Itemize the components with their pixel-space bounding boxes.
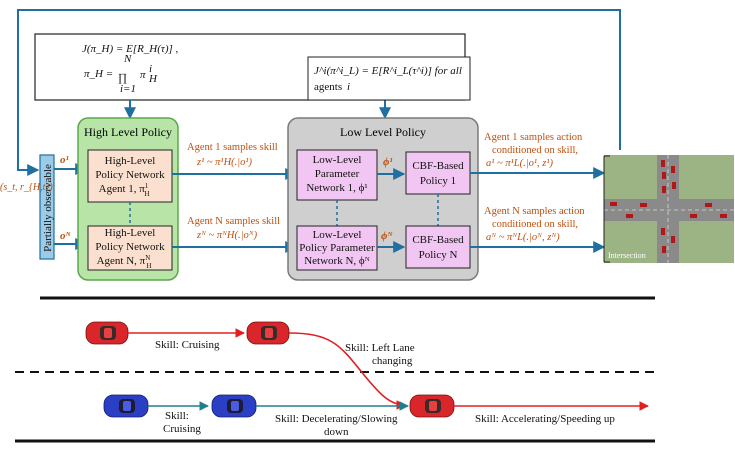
arrow-left-lane-change [288, 332, 406, 410]
skill-sample-N-line2: zᴺ ~ πᴺH(.|oᴺ) [196, 230, 258, 241]
action-sample-N-line1: Agent N samples action [484, 206, 585, 217]
low-objective-line1: J^i(π^i_L) = E[R^i_L(τ^i)] for all [314, 65, 462, 77]
skill-cruising-bottom-2: Cruising [163, 423, 201, 435]
low-objective-box [307, 56, 471, 101]
low-objective-line2-var: i [347, 81, 350, 93]
cbf-policy-1 [405, 151, 471, 195]
skill-cruising-bottom-1: Skill: [165, 410, 189, 422]
high-net1-line2: Policy Network [95, 169, 165, 181]
cbf1-line1: CBF-Based [412, 160, 464, 172]
product-top: N [123, 53, 132, 65]
low-param1-line1: Low-Level [313, 154, 362, 166]
low-paramN-line3: Network N, ϕᴺ [304, 255, 370, 267]
input-o1: o¹ [60, 154, 69, 166]
skill-sample-1-line2: z¹ ~ π¹H(.|o¹) [196, 157, 253, 168]
red-car-3 [409, 394, 455, 418]
red-car-2 [246, 321, 290, 345]
action-sample-1-line2: conditioned on skill, [492, 145, 578, 156]
action-sample-N-line2: conditioned on skill, [492, 219, 578, 230]
high-level-network-N [87, 225, 173, 271]
product-factor: π [140, 69, 146, 81]
product-bottom: i=1 [120, 83, 136, 95]
cbfN-line2: Policy N [419, 249, 458, 261]
action-sample-N-line3: aᴺ ~ πᴺL(.|oᴺ, zᴺ) [486, 232, 560, 243]
high-objective-line1: J(π_H) = E[R_H(τ)] , [82, 43, 179, 55]
skill-left-lane-1: Skill: Left Lane [345, 342, 415, 354]
skill-decel-1: Skill: Decelerating/Slowing [275, 413, 398, 425]
product-symbol: ∏ [118, 72, 127, 84]
low-paramN-line1: Low-Level [313, 229, 362, 241]
skill-sample-N-line1: Agent N samples skill [187, 216, 280, 227]
high-netN-line1: High-Level [105, 227, 156, 239]
blue-car-2 [211, 394, 257, 418]
low-objective-line2-prefix: agents [314, 81, 342, 93]
product-factor-sub: H [148, 73, 158, 85]
low-param1-line2: Parameter [315, 168, 360, 180]
skill-decel-2: down [324, 426, 349, 438]
high-level-title: High Level Policy [84, 125, 172, 139]
skill-accel: Skill: Accelerating/Speeding up [475, 413, 615, 425]
cbfN-line1: CBF-Based [412, 234, 464, 246]
intersection-label: Intersection [608, 251, 646, 260]
observable-bar [39, 154, 55, 260]
blue-car-1 [103, 394, 149, 418]
cbf-policy-N [405, 225, 471, 269]
product-factor-sup: i [149, 63, 152, 75]
low-level-title: Low Level Policy [340, 125, 426, 139]
action-sample-1-line1: Agent 1 samples action [484, 132, 583, 143]
skill-left-lane-2: changing [372, 355, 413, 367]
phi-1-label: ϕ¹ [383, 156, 393, 168]
intersection-cars [610, 160, 727, 253]
observable-label: Partially observable [42, 164, 54, 252]
intersection-image [603, 155, 734, 263]
observable-state: (s_t, r_{H,t}) [0, 182, 53, 193]
phi-N-label: ϕᴺ [381, 230, 393, 242]
low-paramN-line2: Policy Parameter [299, 242, 375, 254]
cbf1-line2: Policy 1 [420, 175, 456, 187]
input-oN: oᴺ [60, 230, 72, 242]
feedback-loop-line [17, 9, 621, 176]
skill-cruising-top: Skill: Cruising [155, 339, 220, 351]
red-car-1 [85, 321, 129, 345]
skill-sample-1-line1: Agent 1 samples skill [187, 142, 278, 153]
high-net1-line1: High-Level [105, 155, 156, 167]
high-objective-lhs: π_H = [84, 68, 113, 80]
low-param1-line3: Network 1, ϕ¹ [306, 182, 367, 194]
high-netN-line2: Policy Network [95, 241, 165, 253]
action-sample-1-line3: a¹ ~ π¹L(.|o¹, z¹) [486, 158, 553, 169]
